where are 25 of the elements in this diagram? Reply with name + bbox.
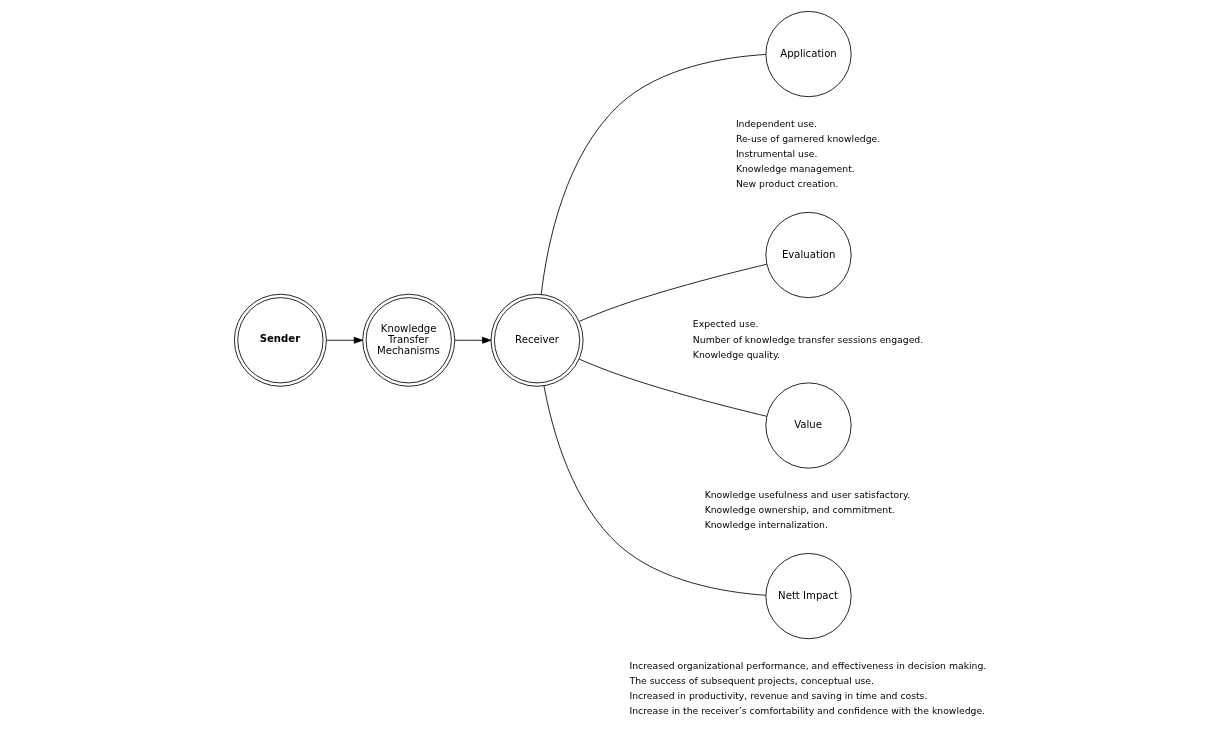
- node-label: Increased in productivity, revenue and saving in time and costs.: [629, 689, 928, 701]
- arrow: [326, 336, 364, 344]
- node-circle: Application: [765, 11, 852, 98]
- node-label: Knowledge quality.: [692, 348, 781, 360]
- arrow: [454, 336, 492, 344]
- node-label: New product creation.: [735, 178, 839, 190]
- node-label: Instrumental use.: [735, 147, 818, 159]
- node-label: Expected use.: [692, 318, 759, 330]
- node-label: Re-use of garnered knowledge.: [735, 132, 881, 144]
- node-label: Knowledge internalization.: [704, 519, 828, 531]
- connector: [578, 263, 768, 322]
- node-label: Knowledge ownership, and commitment.: [704, 504, 895, 516]
- node-label: Increase in the receiver’s comfortability and confidence with the knowledge.: [629, 705, 986, 717]
- connector: [543, 385, 766, 596]
- node-circle: Nett Impact: [765, 553, 852, 640]
- connector: [578, 358, 768, 417]
- node-label: Number of knowledge transfer sessions engaged.: [692, 333, 924, 345]
- node-label: Increased organizational performance, and effectiveness in decision making.: [629, 659, 987, 671]
- node-circle: Value: [765, 382, 852, 469]
- node-label: Independent use.: [735, 117, 817, 129]
- connector: [540, 54, 766, 295]
- node-label: Knowledge usefulness and user satisfactory.: [704, 488, 911, 500]
- node-circle: Evaluation: [765, 211, 852, 299]
- node-label: Knowledge management.: [735, 163, 855, 175]
- node-label: The success of subsequent projects, conceptual use.: [629, 674, 875, 686]
